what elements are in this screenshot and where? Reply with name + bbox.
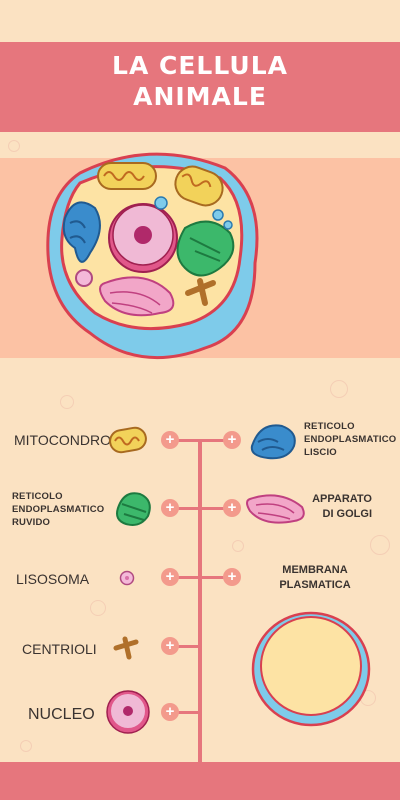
bubble-decoration bbox=[20, 740, 32, 752]
lysosome bbox=[75, 269, 93, 287]
plasma-membrane-icon bbox=[251, 611, 371, 727]
label-nucleo: NUCLEO bbox=[28, 706, 95, 723]
connector-rer bbox=[170, 507, 232, 510]
bubble-decoration bbox=[8, 140, 20, 152]
expand-mitocondro-button[interactable]: + bbox=[161, 431, 179, 449]
expand-membrana-button[interactable]: + bbox=[223, 568, 241, 586]
expand-nucleo-button[interactable]: + bbox=[161, 703, 179, 721]
bubble-decoration bbox=[370, 535, 390, 555]
expand-lisosoma-button[interactable]: + bbox=[161, 568, 179, 586]
bubble-decoration bbox=[330, 380, 348, 398]
label-membrana-plasmatica: MEMBRANA PLASMATICA bbox=[279, 564, 351, 591]
mitochondrion-icon bbox=[109, 426, 147, 454]
label-centrioli: CENTRIOLI bbox=[22, 641, 97, 657]
label-reticolo-liscio: RETICOLO ENDOPLASMATICO LISCIO bbox=[304, 421, 397, 458]
golgi-icon bbox=[246, 494, 305, 524]
rough-er bbox=[176, 220, 235, 277]
animal-cell-illustration bbox=[46, 152, 259, 360]
centriole bbox=[185, 278, 216, 306]
bubble-decoration bbox=[90, 600, 106, 616]
title-line-1: LA CELLULA bbox=[112, 51, 288, 80]
expand-reticolo-ruvido-button[interactable]: + bbox=[161, 499, 179, 517]
mitochondrion-1 bbox=[97, 162, 157, 190]
mitochondrion-2 bbox=[174, 165, 224, 207]
bubble-decoration bbox=[60, 395, 74, 409]
lysosome-icon bbox=[119, 570, 135, 586]
nucleolus bbox=[134, 226, 152, 244]
footer-bar bbox=[0, 762, 400, 800]
expand-golgi-button[interactable]: + bbox=[223, 499, 241, 517]
connector-mitocondro bbox=[170, 439, 232, 442]
smooth-er-icon bbox=[250, 424, 296, 460]
rough-er-icon bbox=[116, 492, 151, 526]
centriole-icon bbox=[113, 636, 139, 660]
title-banner bbox=[0, 42, 400, 132]
connector-centrioli bbox=[170, 645, 200, 648]
smooth-er bbox=[62, 201, 101, 263]
label-mitocondro: MITOCONDRO bbox=[14, 432, 111, 448]
expand-centrioli-button[interactable]: + bbox=[161, 637, 179, 655]
timeline-vertical-axis bbox=[198, 440, 202, 762]
connector-lisosoma bbox=[170, 576, 232, 579]
bubble-decoration bbox=[232, 540, 244, 552]
label-lisosoma: LISOSOMA bbox=[16, 571, 90, 587]
page-title: LA CELLULA ANIMALE bbox=[0, 50, 400, 112]
connector-nucleo bbox=[170, 711, 200, 714]
expand-reticolo-liscio-button[interactable]: + bbox=[223, 431, 241, 449]
title-line-2: ANIMALE bbox=[133, 82, 267, 111]
label-apparato-golgi: APPARATO DI GOLGI bbox=[312, 493, 372, 520]
golgi-apparatus bbox=[99, 276, 175, 317]
nucleus-icon bbox=[106, 690, 150, 734]
label-reticolo-ruvido: RETICOLO ENDOPLASMATICO RUVIDO bbox=[12, 491, 105, 528]
